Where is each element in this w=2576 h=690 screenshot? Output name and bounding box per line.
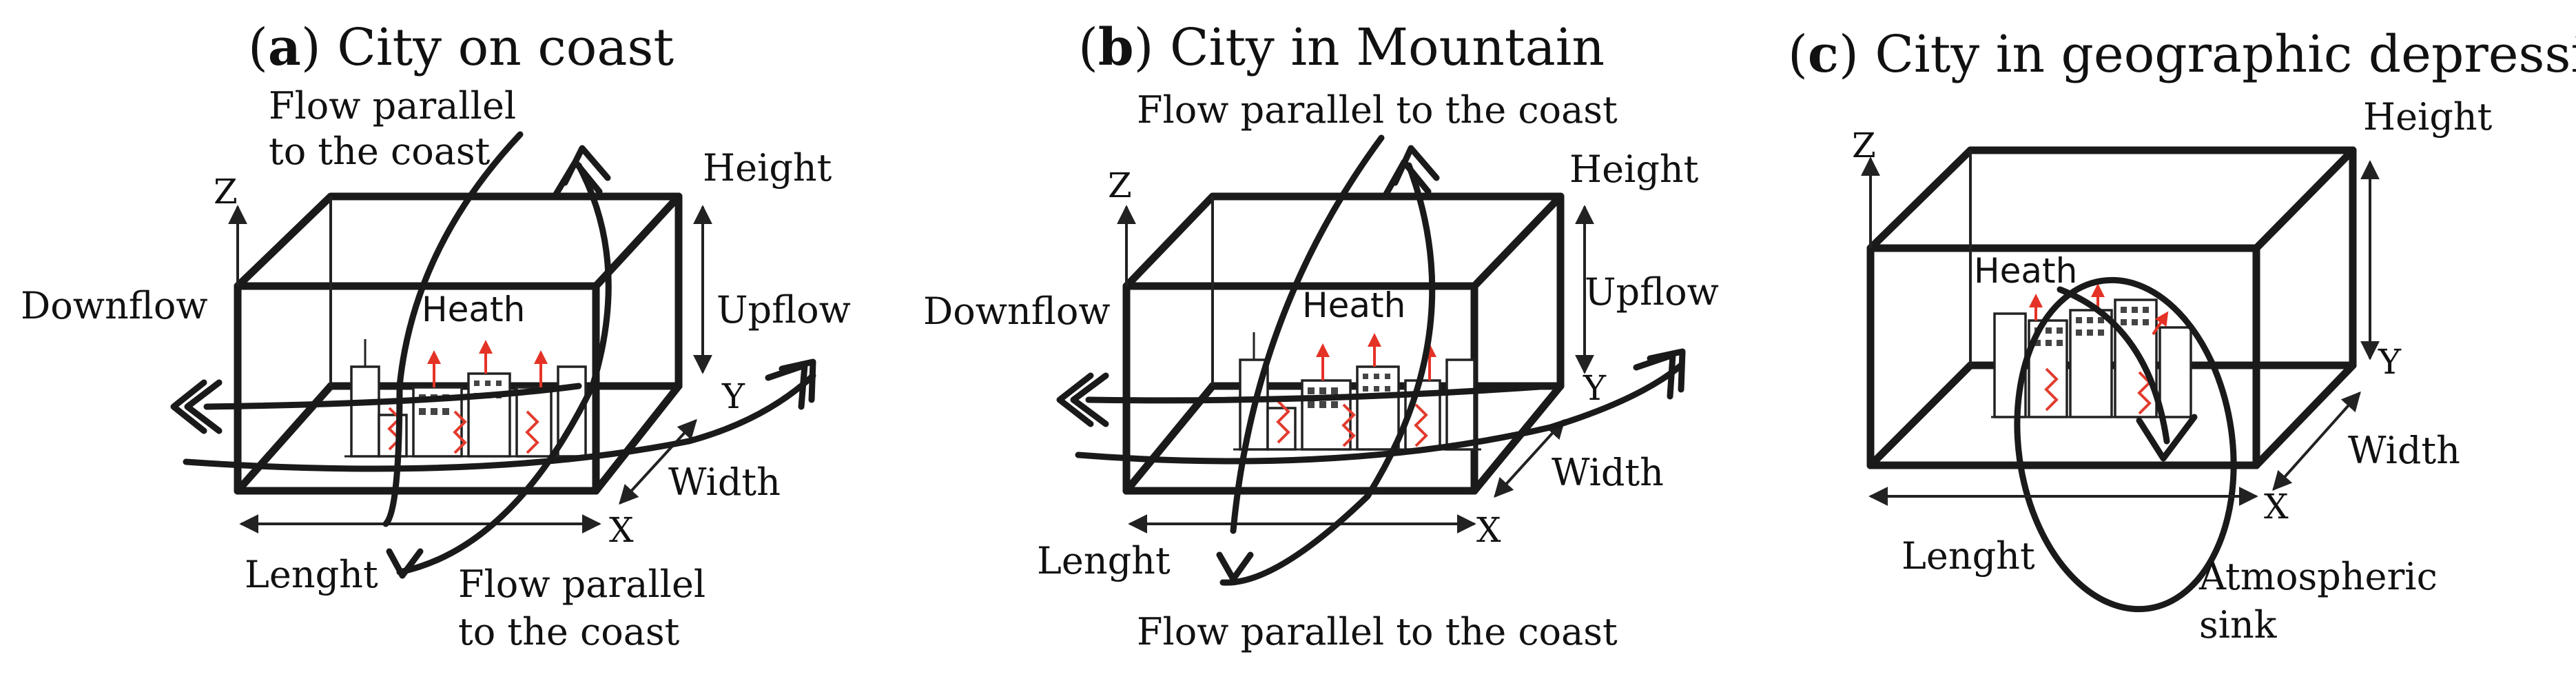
panel-a-parallel-flow-line (382, 131, 524, 527)
panel-c-sink-inner-flow (2057, 286, 2170, 445)
panel-b: (b) City in Mountain Heath Z Height X Wi… (923, 18, 1719, 653)
panel-b-parallel-flow-line (1230, 134, 1385, 534)
panel-b-z-label: Z (1108, 165, 1132, 205)
panel-b-upflow-arrow (1075, 362, 1684, 465)
panel-c-heat-label: Heath (1974, 251, 2077, 291)
panel-c-length-label: Lenght (1902, 534, 2035, 578)
panel-a-downflow-label: Downflow (21, 284, 208, 327)
panel-a-top-flow-line1: Flow parallel (269, 84, 516, 128)
panel-a-x-label: X (609, 510, 634, 550)
panel-c-sink-line2: sink (2199, 603, 2278, 647)
panel-c-sink-circulation (2014, 276, 2237, 613)
panel-a: (a) City on coast Heath Z Height X Width… (21, 18, 851, 653)
panel-a-top-flow-line2: to the coast (269, 130, 491, 173)
panel-c-city-icon (1991, 283, 2194, 418)
panel-b-top-arrowhead (1381, 145, 1440, 200)
panel-a-width-label: Width (668, 460, 781, 504)
panel-a-length-label: Lenght (245, 553, 378, 596)
panel-a-bottom-flow-line2: to the coast (458, 610, 680, 653)
panel-a-height-label: Height (703, 146, 832, 190)
panel-c-z-label: Z (1852, 125, 1876, 165)
panel-a-bottom-flow-line1: Flow parallel (458, 562, 705, 606)
panel-b-bottom-arrowhead (1216, 551, 1254, 582)
panel-a-heat-label: Heath (422, 290, 525, 329)
panel-c-width-label: Width (2348, 429, 2460, 472)
panel-b-bottom-flow-label: Flow parallel to the coast (1137, 610, 1618, 653)
panel-a-y-label: Y (721, 376, 745, 416)
panel-a-upflow-label: Upflow (717, 288, 851, 332)
panel-b-downflow-arrow (1085, 383, 1554, 404)
panel-b-x-label: X (1476, 510, 1501, 550)
panel-c-title: (c) City in geographic depression (1788, 25, 2576, 84)
panel-b-title: (b) City in Mountain (1078, 18, 1605, 77)
panel-a-parallel-flow-curve (396, 162, 612, 576)
panel-a-downflow-arrow (203, 383, 582, 410)
panel-b-downflow-label: Downflow (923, 290, 1111, 333)
panel-a-title: (a) City on coast (248, 18, 674, 77)
panel-c-height-label: Height (2363, 95, 2493, 139)
panel-b-height-label: Height (1569, 148, 1699, 191)
panel-a-bottom-arrowhead (386, 548, 424, 579)
panel-c: (c) City in geographic depression (1788, 25, 2576, 647)
panel-b-y-label: Y (1583, 368, 1607, 408)
panel-a-top-arrowhead (551, 145, 611, 200)
panel-b-width-label: Width (1552, 451, 1664, 494)
panel-a-upflow-head (765, 358, 816, 410)
panel-b-top-flow-label: Flow parallel to the coast (1137, 88, 1618, 132)
panel-b-heat-label: Heath (1302, 285, 1405, 325)
panel-a-z-label: Z (214, 172, 238, 212)
panel-c-sink-line1: Atmospheric (2198, 555, 2438, 598)
panel-c-y-label: Y (2378, 342, 2402, 382)
panel-a-downflow-head (170, 379, 223, 434)
panel-c-x-label: X (2264, 487, 2289, 527)
panel-b-upflow-head (1633, 348, 1686, 400)
panel-b-downflow-head (1056, 372, 1109, 427)
panel-b-upflow-label: Upflow (1585, 270, 1719, 314)
panel-a-upflow-arrow (183, 372, 816, 472)
panel-b-parallel-flow-curve (1219, 162, 1436, 586)
panel-c-sink-arrowhead (2136, 414, 2198, 462)
panel-b-length-label: Lenght (1037, 539, 1171, 582)
